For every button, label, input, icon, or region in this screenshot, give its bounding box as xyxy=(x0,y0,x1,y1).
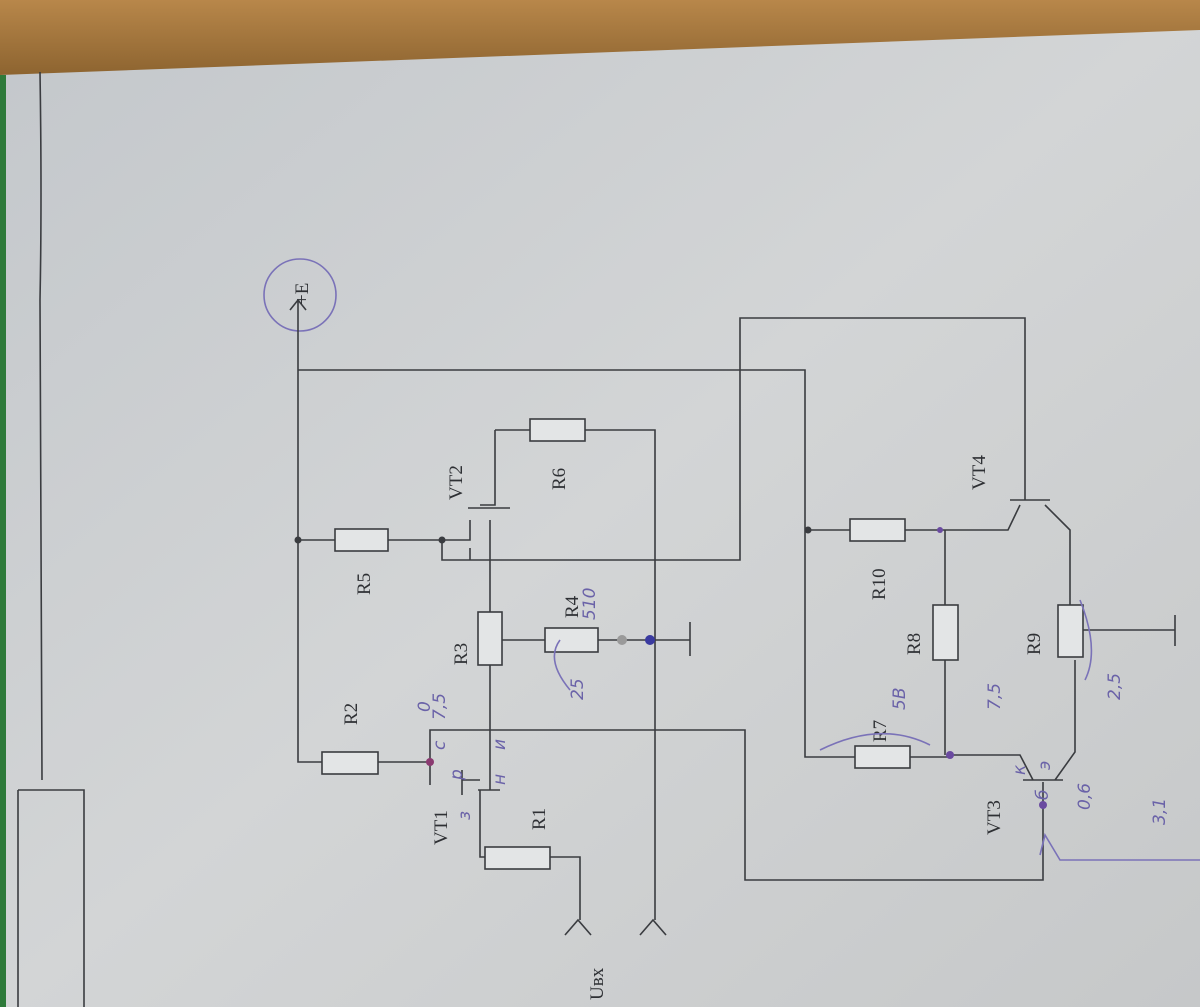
potentiometer-r3 xyxy=(477,611,503,666)
note-r3-zero: 0 xyxy=(415,701,435,712)
resistor-r4 xyxy=(544,627,599,653)
note-r7-value: 5B xyxy=(890,688,910,710)
component-labels: R1 R2 R3 R4 R5 R6 R7 R8 R9 R10 VT1 VT2 V… xyxy=(341,455,1045,1000)
label-r4: R4 xyxy=(562,595,583,618)
supply-terminal: +E xyxy=(263,258,337,332)
note-r4-voltage: 25 xyxy=(568,678,588,700)
label-r6: R6 xyxy=(549,468,570,490)
page-border-line xyxy=(39,71,43,781)
note-vt3-base: б xyxy=(1033,790,1053,800)
input-label: Uвх xyxy=(587,967,608,1000)
supply-label: +E xyxy=(292,283,313,305)
note-gate: з xyxy=(455,811,475,820)
label-vt4: VT4 xyxy=(969,455,990,490)
label-r8: R8 xyxy=(904,633,925,655)
input-terminals xyxy=(564,918,667,936)
note-r9-voltage: 2,5 xyxy=(1105,673,1125,700)
note-vt3-ce-voltage: 7,5 xyxy=(985,683,1005,710)
label-r10: R10 xyxy=(869,568,890,600)
resistor-r6 xyxy=(529,418,586,442)
wooden-table-edge xyxy=(0,0,1200,75)
note-vt3-base-voltage: 3,1 xyxy=(1150,798,1170,825)
potentiometer-r9 xyxy=(1057,604,1084,658)
label-r3: R3 xyxy=(451,643,472,665)
handwritten-annotations: з р c и н 7,5 0 510 25 5B 7,5 2,5 б э к … xyxy=(415,588,1200,861)
pen-arcs xyxy=(553,599,1093,751)
resistor-r10 xyxy=(849,518,906,542)
pen-arrow-base xyxy=(1039,832,1200,861)
resistor-r2 xyxy=(321,751,379,775)
junction-dots xyxy=(294,526,1047,809)
note-vt3-be-voltage: 0,6 xyxy=(1075,783,1095,810)
title-block-frame xyxy=(17,789,85,1007)
label-vt1: VT1 xyxy=(431,810,452,845)
resistor-r5 xyxy=(334,528,389,552)
label-r5: R5 xyxy=(354,573,375,595)
wiring xyxy=(297,317,1176,920)
note-vt3-emitter: э xyxy=(1035,761,1055,770)
label-vt2: VT2 xyxy=(446,465,467,500)
label-r2: R2 xyxy=(341,703,362,725)
green-edge xyxy=(0,75,6,1007)
label-vt3: VT3 xyxy=(984,800,1005,835)
note-r3-voltage: 7,5 xyxy=(430,693,450,720)
note-p: р xyxy=(447,769,467,781)
resistor-r8 xyxy=(932,604,959,661)
note-vt3-collector: к xyxy=(1010,764,1030,775)
note-r4-value: 510 xyxy=(580,588,600,620)
label-r7: R7 xyxy=(870,720,891,742)
label-r1: R1 xyxy=(529,808,550,830)
note-h: н xyxy=(490,774,510,785)
note-c: c xyxy=(430,740,450,750)
resistor-r7 xyxy=(854,745,911,769)
resistor-r1 xyxy=(484,846,551,870)
label-r9: R9 xyxy=(1024,633,1045,655)
note-u: и xyxy=(490,739,510,750)
